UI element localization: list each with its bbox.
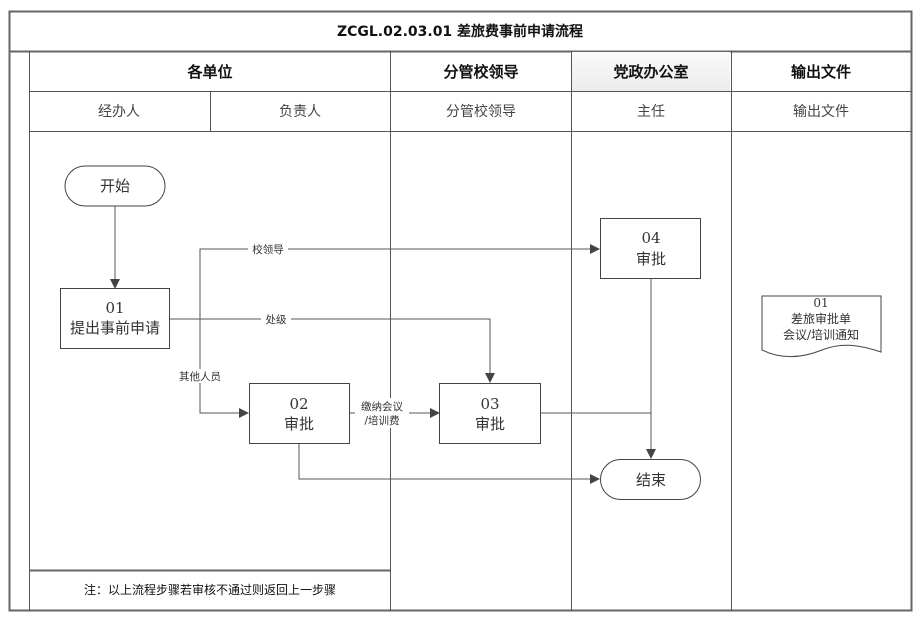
edge-label-bg <box>261 312 291 326</box>
node-02[interactable]: 02 审批 <box>249 383 350 444</box>
role-header-handler: 经办人 <box>98 104 140 120</box>
lane-header-vice-leader: 分管校领导 <box>443 63 518 81</box>
document-01-id: 01 <box>813 296 828 310</box>
node-04[interactable]: 04 审批 <box>600 218 701 279</box>
node-03[interactable]: 03 审批 <box>439 383 541 444</box>
edge-label-others: 其他人员 <box>179 370 221 383</box>
lane-header-output: 输出文件 <box>791 63 851 81</box>
role-header-supervisor: 负责人 <box>279 104 321 120</box>
edge-label-fee-line1: 缴纳会议 <box>361 400 403 413</box>
node-04-label: 审批 <box>636 250 666 268</box>
edge-label-school-leader: 校领导 <box>252 243 284 256</box>
edge-label-bg <box>248 242 288 256</box>
lane-header-office: 党政办公室 <box>613 63 688 81</box>
outer-frame <box>8 10 913 612</box>
node-02-label: 审批 <box>284 415 314 433</box>
edge-label-division: 处级 <box>266 314 287 326</box>
role-header-vice-leader: 分管校领导 <box>446 103 516 120</box>
node-02-id: 02 <box>289 395 308 413</box>
process-shape <box>600 218 701 279</box>
node-start-label: 开始 <box>100 177 130 195</box>
document-01[interactable]: 01 差旅审批单 会议/培训通知 <box>761 295 882 358</box>
node-end[interactable]: 结束 <box>600 459 701 500</box>
terminator-shape <box>600 459 701 500</box>
edge-label-bg <box>355 398 409 428</box>
node-end-label: 结束 <box>636 471 666 489</box>
page-title: ZCGL.02.03.01 差旅费事前申请流程 <box>337 23 583 40</box>
node-03-label: 审批 <box>475 415 505 433</box>
role-header-output: 输出文件 <box>793 104 849 120</box>
edge-01-to-02 <box>199 319 249 418</box>
document-01-line1: 差旅审批单 <box>791 311 851 326</box>
edge-label-fee-line2: /培训费 <box>364 414 399 427</box>
document-01-line2: 会议/培训通知 <box>783 327 859 342</box>
title-row: ZCGL.02.03.01 差旅费事前申请流程 <box>9 23 912 53</box>
node-01[interactable]: 01 提出事前申请 <box>60 288 170 349</box>
process-shape <box>249 383 350 444</box>
note-row: 注：以上流程步骤若审核不通过则返回上一步骤 <box>29 569 390 597</box>
lane-header-units: 各单位 <box>186 63 232 81</box>
node-03-id: 03 <box>480 395 499 413</box>
node-01-label: 提出事前申请 <box>70 319 160 337</box>
edge-01-to-04 <box>170 244 600 320</box>
edge-02-to-end <box>298 443 600 484</box>
document-shape <box>761 295 882 358</box>
node-start[interactable]: 开始 <box>64 165 166 207</box>
process-shape <box>60 288 170 349</box>
lane-header-highlight <box>572 52 730 91</box>
terminator-shape <box>64 165 166 207</box>
node-04-id: 04 <box>641 229 660 247</box>
process-shape <box>439 383 541 444</box>
node-01-id: 01 <box>105 299 124 317</box>
edge-label-bg <box>175 369 225 383</box>
role-header-director: 主任 <box>637 104 665 120</box>
note-text: 注：以上流程步骤若审核不通过则返回上一步骤 <box>84 582 336 597</box>
